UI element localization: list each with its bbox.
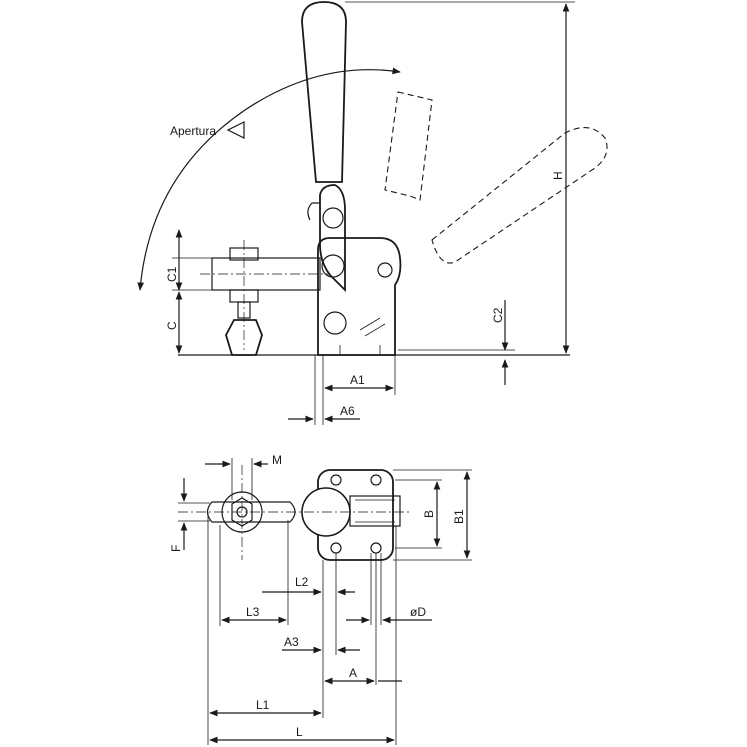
spindle-pressure-pad: [225, 319, 263, 356]
opening-arc: [137, 67, 401, 291]
c1-label: C1: [165, 266, 179, 282]
l2-label: L2: [295, 575, 309, 589]
d-label: øD: [410, 605, 426, 619]
side-view: Apertura H C2 C1 C A1 A6: [137, 1, 608, 425]
b1-label: B1: [452, 509, 466, 524]
top-view: M F B B1 L2 L3: [169, 453, 472, 745]
c2-label: C2: [491, 307, 505, 323]
opening-label: Apertura: [170, 124, 216, 138]
handle-pivot: [322, 207, 344, 229]
a1-label: A1: [350, 373, 365, 387]
b-label: B: [422, 510, 436, 518]
mounting-hole: [370, 474, 382, 486]
body-pivot: [377, 262, 393, 278]
h-label: H: [551, 171, 565, 180]
a6-label: A6: [340, 404, 355, 418]
l3-label: L3: [246, 605, 260, 619]
spindle-arm-top: [206, 501, 296, 523]
c-label: C: [165, 321, 179, 330]
base-pivot: [323, 311, 347, 335]
spindle-thread: [237, 301, 251, 319]
a-label: A: [349, 666, 357, 680]
angle-symbol: [226, 121, 245, 139]
a3-label: A3: [284, 635, 299, 649]
handle-open-position-2: [431, 127, 608, 264]
handle-open-position-1: [384, 91, 433, 201]
l-label: L: [296, 725, 303, 739]
l1-label: L1: [256, 698, 270, 712]
body-hatch: [359, 317, 381, 331]
handle: [301, 1, 347, 183]
body-hatch: [364, 323, 386, 337]
link-bracket: [307, 202, 320, 221]
mounting-hole: [330, 474, 342, 486]
f-label: F: [169, 545, 183, 552]
mounting-hole: [370, 542, 382, 554]
m-label: M: [272, 453, 282, 467]
mounting-hole: [330, 542, 342, 554]
